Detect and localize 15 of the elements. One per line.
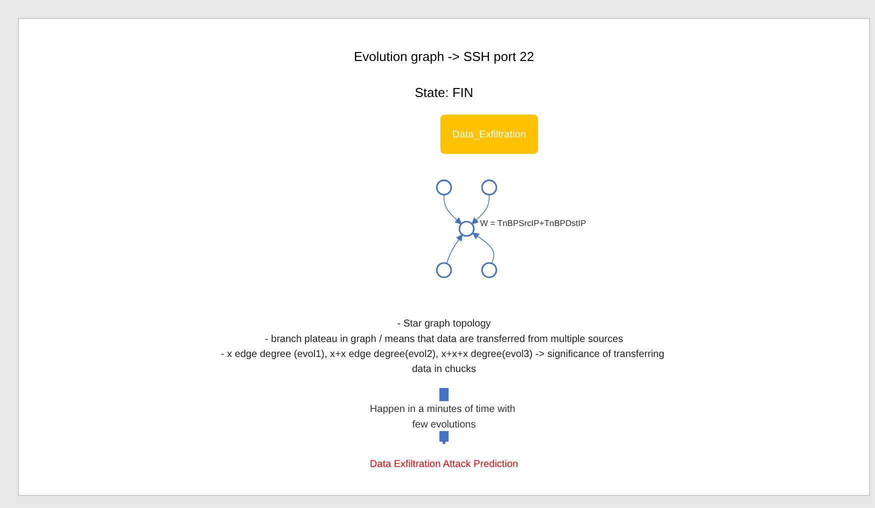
arrow (446, 234, 463, 264)
arrow (472, 232, 494, 264)
edge-label: Happen in a minutes of time with few evolutions (370, 402, 516, 430)
node-circle (481, 262, 498, 278)
diagram-title: Evolution graph -> SSH port 22 (352, 49, 536, 64)
arrow (472, 194, 490, 224)
node-circle (481, 180, 498, 196)
node-circle (436, 262, 452, 278)
node-text: - Star graph topology - branch plateau in graph / means that data are transferred from multiple sources - x edge degree (evol1), x+x edge degree(evol2), x+x+x degree(evol3) -> significance of transferring data in chucks (220, 317, 664, 374)
arrow (444, 194, 462, 224)
node-circle (436, 180, 452, 196)
node-circle (458, 220, 475, 237)
weight-formula: W = TnBPSrcIP+TnBPDstIP (480, 218, 586, 228)
node-text: Data Exfiltration Attack Prediction (370, 458, 518, 470)
state-label: State: FIN (414, 85, 474, 100)
